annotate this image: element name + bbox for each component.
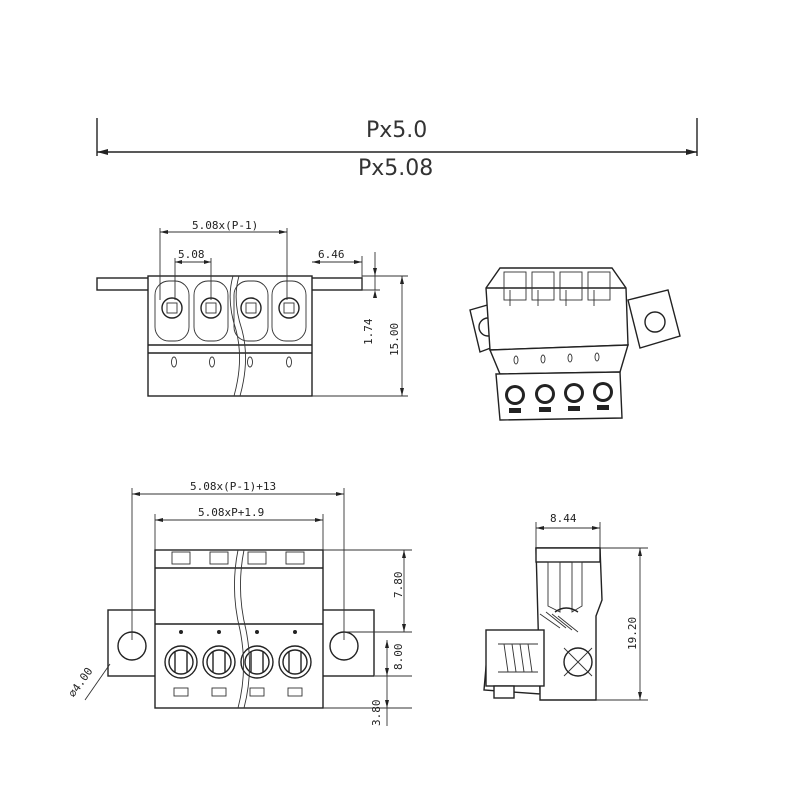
front-screw-heads (164, 645, 312, 679)
screw-thread (498, 643, 538, 673)
dim-small-v-label: 1.74 (362, 318, 375, 345)
pitch-label-5-0: Px5.0 (366, 118, 428, 143)
pitch-label-5-08: Px5.08 (358, 156, 434, 181)
dim-hole-label: ⌀4.00 (66, 665, 96, 700)
dim-low-label: 3.80 (370, 700, 383, 727)
dim-right-label: 6.46 (318, 248, 345, 261)
top-view: 5.08x(P-1) 5.08 6.46 1.74 15.00 (96, 219, 408, 397)
pitch-dimension-line (96, 118, 698, 156)
dim-span-label: 5.08x(P-1) (192, 219, 258, 232)
dim-upper-label: 7.80 (392, 572, 405, 599)
dim-mid-label: 8.00 (392, 644, 405, 671)
dim-body-label: 5.08xP+1.9 (198, 506, 264, 519)
side-view: 8.44 19.20 (483, 512, 648, 701)
dim-width-label: 8.44 (550, 512, 577, 525)
dim-pitch-label: 5.08 (178, 248, 205, 261)
isometric-view (469, 267, 681, 421)
dim-height-label: 15.00 (388, 323, 401, 356)
dim-side-height-label: 19.20 (626, 617, 639, 650)
dim-overall-label: 5.08x(P-1)+13 (190, 480, 276, 493)
front-view: 5.08x(P-1)+13 5.08xP+1.9 ⌀4.00 7.80 8.00 (66, 480, 412, 726)
